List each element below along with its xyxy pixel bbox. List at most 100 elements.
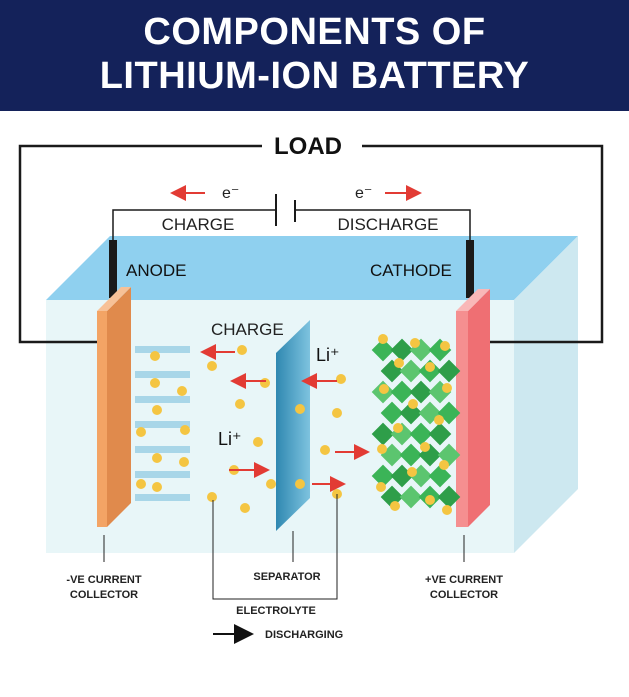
cathode-crystal [428,464,452,488]
title-line-2: LITHIUM-ION BATTERY [99,55,530,97]
lithium-ion [207,361,217,371]
lithium-ion [152,482,162,492]
lithium-ion [150,351,160,361]
lithium-ion [136,427,146,437]
lithium-ion [136,479,146,489]
cathode-terminal [466,240,474,298]
lithium-ion [336,374,346,384]
lithium-ion [439,460,449,470]
label-leader-lines [103,494,465,600]
legend-discharging-label: DISCHARGING [265,629,343,641]
separator-membrane [276,320,310,531]
cathode-crystal [409,422,433,446]
graphite-layer [135,371,190,378]
lithium-ion [177,386,187,396]
cathode-crystal [437,485,461,509]
graphite-layer [135,494,190,501]
cathode-crystal [428,422,452,446]
lithium-ion [295,479,305,489]
lithium-ion [378,334,388,344]
lithium-ion [407,467,417,477]
lithium-ion [434,415,444,425]
lithium-ion [150,378,160,388]
lithium-ion [235,399,245,409]
lithium-ion-particles [136,334,452,515]
charge-mid-label: CHARGE [211,320,284,339]
lithium-ion [295,404,305,414]
graphite-layer [135,346,190,353]
electron-label-left: e⁻ [222,185,239,202]
cathode-label: CATHODE [370,261,452,280]
load-label: LOAD [274,133,342,160]
electrolyte-label: ELECTROLYTE [236,605,316,617]
cathode-crystal [409,380,433,404]
lithium-ion [393,423,403,433]
lithium-ion [179,457,189,467]
title-line-1: COMPONENTS OF [143,11,486,53]
anode-graphite-layers [135,346,190,501]
lithium-ion [332,408,342,418]
cathode-crystal [371,464,395,488]
cathode-crystal [390,338,414,362]
cathode-crystal [380,401,404,425]
electron-label-right: e⁻ [355,185,372,202]
pos-collector-label-line-2: COLLECTOR [430,589,498,601]
lithium-ion [266,479,276,489]
lithium-ion [440,341,450,351]
graphite-layer [135,471,190,478]
neg-collector-label-line-2: COLLECTOR [70,589,138,601]
pos-collector-label-line-1: +VE CURRENT [425,574,503,586]
lithium-ion [180,425,190,435]
negative-current-collector [97,287,131,527]
lithium-ion [260,378,270,388]
lithium-ion [376,482,386,492]
li-ion-label-1: Li⁺ [316,345,340,365]
title-banner: COMPONENTS OF LITHIUM-ION BATTERY [0,0,629,111]
lithium-ion [408,399,418,409]
charge-top-label: CHARGE [162,215,235,234]
box-top-face [46,236,578,300]
cathode-crystal-lattice [371,338,461,509]
lithium-ion [390,501,400,511]
cathode-crystal [399,359,423,383]
cathode-crystal [399,443,423,467]
graphite-layer [135,396,190,403]
lithium-ion [253,437,263,447]
lithium-ion [152,453,162,463]
anode-label: ANODE [126,261,186,280]
lithium-ion [410,338,420,348]
separator-label: SEPARATOR [253,571,320,583]
graphite-layer [135,421,190,428]
ion-migration-arrows [200,344,370,492]
box-side-face [514,236,578,553]
battery-diagram: LOAD e⁻ CHARGE e⁻ DISCHARGE ANODE CATHOD… [18,133,604,644]
discharge-top-label: DISCHARGE [337,215,438,234]
positive-current-collector [456,289,490,527]
cathode-crystal [399,485,423,509]
lithium-ion [379,384,389,394]
lithium-ion [425,362,435,372]
cathode-crystal [371,422,395,446]
cathode-crystal [390,380,414,404]
lithium-ion [320,445,330,455]
lithium-ion [152,405,162,415]
load-wire-right [362,144,604,344]
cathode-crystal [371,338,395,362]
electron-flow-left: e⁻ CHARGE [162,185,239,234]
lithium-ion [377,444,387,454]
electron-flow-right: e⁻ DISCHARGE [337,185,439,234]
lithium-ion [442,505,452,515]
lithium-ion [420,442,430,452]
cathode-crystal [437,359,461,383]
lithium-ion [394,358,404,368]
load-wire-left [18,144,262,344]
graphite-layer [135,446,190,453]
li-ion-label-2: Li⁺ [218,429,242,449]
legend-discharging: DISCHARGING [213,624,343,644]
lithium-ion [240,503,250,513]
lithium-ion [425,495,435,505]
lithium-ion [442,383,452,393]
anode-terminal [109,240,117,298]
lithium-ion [237,345,247,355]
lithium-ion [207,492,217,502]
